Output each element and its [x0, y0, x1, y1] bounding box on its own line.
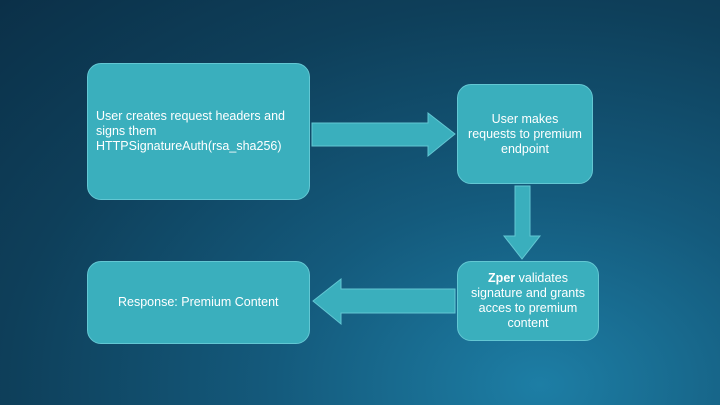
step-box-request-endpoint: User makes requests to premium endpoint	[457, 84, 593, 184]
step-box-response-text: Response: Premium Content	[118, 295, 279, 309]
zper-label: Zper	[488, 271, 516, 285]
arrow-left-shape	[312, 277, 456, 326]
step-box-sign-request: User creates request headers and signs t…	[87, 63, 310, 200]
step-box-validate-signature-text: Zper validates signature and grants acce…	[466, 271, 590, 331]
step-box-response: Response: Premium Content	[87, 261, 310, 344]
step-box-validate-signature: Zper validates signature and grants acce…	[457, 261, 599, 341]
arrow-right-shape	[311, 111, 456, 158]
step-box-request-endpoint-text: User makes requests to premium endpoint	[468, 111, 582, 156]
validate-signature-text: validates signature and grants acces to …	[471, 271, 585, 330]
step-box-sign-request-text: User creates request headers and signs t…	[96, 109, 285, 153]
arrow-down-shape	[502, 185, 542, 260]
